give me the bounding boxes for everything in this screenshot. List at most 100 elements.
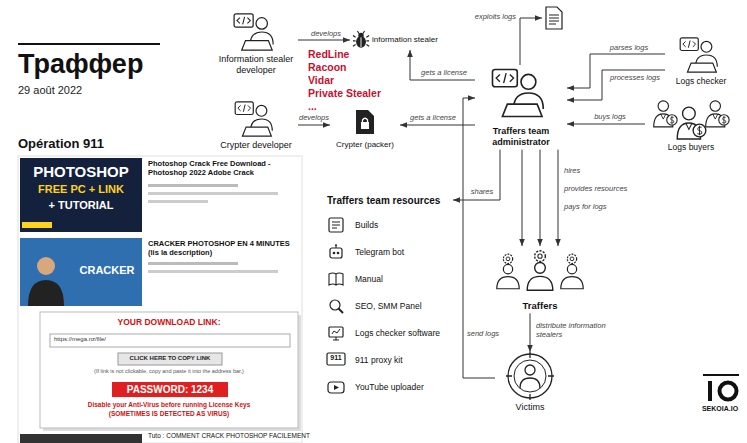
resource-item: SEO, SMM Panel [325,298,453,313]
worker-icon [497,254,519,289]
administrator-icon [492,69,543,116]
node-label: Traffers team resources [327,195,451,207]
node-label: Victims [497,402,563,413]
thumbnail-text: PHOTOSHOP [22,163,140,181]
resource-item: Logs checker software [325,325,453,340]
edge-label: hires [564,166,644,175]
meta-line [148,270,278,273]
edge-label: distribute information stealers [536,321,626,339]
administrator-node: Traffers team administrator [475,66,567,150]
youtube-icon [328,382,344,393]
edge-label: shares [466,187,498,196]
resources-group: Traffers team resourcesBuildsTelegram bo… [325,193,453,394]
edge-label: develops [297,113,331,122]
password-text: PASSWORD: 1234 [112,384,228,396]
screenshot-frame [18,156,302,443]
edge-label: processes logs [606,73,664,82]
connector-arrow [567,124,645,125]
manual-icon [329,273,343,285]
worker-icon [561,254,583,289]
warning-text: (SOMETIMES IS DETECTED AS VIRUS) [42,410,296,418]
resource-item: Telegram bot [325,244,453,259]
copy-button [118,353,222,365]
meta-line [148,200,208,203]
buyers-node: Logs buyers [645,92,737,154]
edge-label: provides resources [564,184,644,193]
traffers-node: Traffers [488,246,592,313]
edge-label: buys logs [575,112,645,121]
meta-line [148,184,238,187]
warning-text: Disable your Anti-Virus before running L… [42,401,296,409]
section-heading: Opération 911 [18,136,178,152]
buyer-icon [654,101,677,127]
video-thumbnail [20,238,142,306]
copy-button-text: CLICK HERE TO COPY LINK [118,355,222,362]
resource-item: 911 proxy kit [325,352,453,367]
node-label: 911 proxy kit [355,355,451,365]
malware-name: Racoon [308,61,398,74]
node-label: Crypter (packer) [332,140,398,150]
malware-node: information stealer [350,30,445,50]
video-thumbnail [20,434,142,443]
developer-icon [234,14,273,50]
video-thumbnail [20,158,142,232]
connector-arrow [400,125,475,126]
title-rule [18,43,160,45]
edge-note: exploits logs [462,12,516,21]
connector-arrow [522,150,523,246]
screenshot-collage [18,156,302,443]
node-label: SEO, SMM Panel [355,301,451,311]
thumbnail-text: FREE PC + LINK [22,183,140,196]
worker-icon [527,251,553,290]
connector-arrow [298,40,350,41]
meta-line [148,192,278,195]
node-label: Traffers team administrator [477,126,565,148]
connector-arrow [540,150,541,246]
node-label: YouTube uploader [355,382,451,392]
node-label: Crypter developer [216,140,296,151]
resource-item: Manual [325,271,453,286]
edge-label: develops [303,29,349,38]
developer-icon [235,102,272,136]
video-title: Photoshop Crack Free Download - Photosho… [148,159,298,177]
packer-icon [356,110,374,134]
victim-icon [506,352,554,400]
bug-icon [353,31,369,48]
builds-icon [329,218,343,232]
node-label: Information stealer developer [216,54,296,76]
meta-line [148,262,238,265]
url-field [50,334,290,347]
malware-name: RedLine [308,48,398,61]
connector-arrow [453,150,500,200]
edge-label: parses logs [596,43,662,52]
logo-text: SEKOIA.IO [697,405,743,413]
developer-node: Crypter developer [214,100,298,153]
node-label: Traffers [490,300,590,311]
malware-name: ... [308,100,398,113]
buyer-icon [706,101,729,127]
edge-label: pays for logs [564,202,644,211]
thumbnail-person [37,257,55,275]
thumbnail-text: + TUTORIAL [22,199,140,212]
download-url: https://mega.nz/file/ [54,336,286,343]
buyer-icon [677,107,706,139]
date: 29 août 2022 [18,84,158,97]
connector-arrow [567,70,665,100]
malware-name: Vidar [308,74,398,87]
edge-label: gets a license [414,68,474,77]
logs-document-icon [546,7,562,29]
crypter-node: Crypter (packer) [330,110,400,152]
download-popup [40,312,298,428]
node-label: Telegram bot [355,247,451,257]
popup-note: (If link is not clickable, copy and past… [42,368,296,375]
connector-arrow [410,50,475,80]
logo-mark [703,375,739,401]
connector-arrow [567,54,665,88]
developer-node: Information stealer developer [214,12,298,78]
node-label: Logs buyers [647,142,735,152]
bot-icon [330,244,342,258]
edge-label: gets a license [404,113,462,122]
seo-icon [330,300,343,313]
proxy-icon [327,353,345,365]
